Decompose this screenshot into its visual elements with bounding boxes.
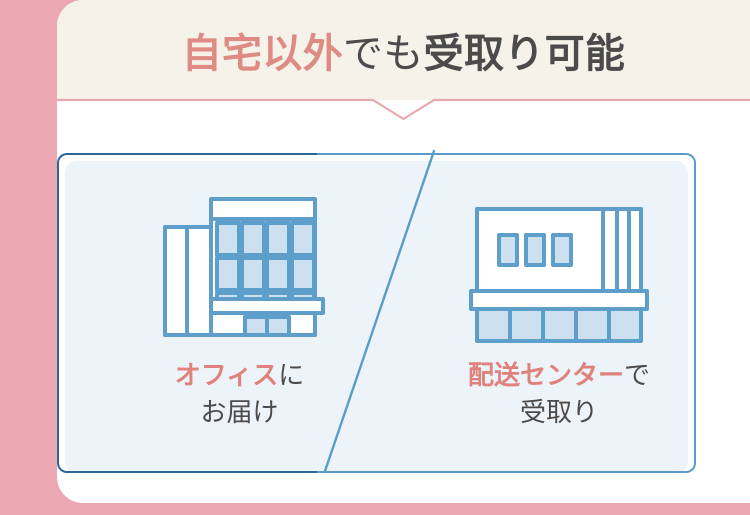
option-center-caption: 配送センターで 受取り xyxy=(468,357,650,431)
option-office-tail: に xyxy=(278,360,305,390)
page-title-connector: でも xyxy=(343,32,424,76)
option-center-accent: 配送センター xyxy=(467,360,624,390)
card-outline-left xyxy=(57,153,437,473)
option-center-caption-line1: 配送センターで xyxy=(468,357,650,394)
header-band: 自宅以外 でも 受取り可能 xyxy=(57,0,750,100)
option-office[interactable]: オフィスに お届け xyxy=(57,153,422,473)
card-outline-right xyxy=(317,153,696,473)
office-building-glyph xyxy=(162,197,325,337)
option-center-caption-line2: 受取り xyxy=(519,396,598,427)
distribution-center-glyph xyxy=(469,207,649,343)
option-office-caption-line1: オフィスに xyxy=(175,357,305,394)
office-building-icon xyxy=(155,195,325,345)
distribution-center-icon xyxy=(469,195,649,345)
page-title: 自宅以外 でも 受取り可能 xyxy=(57,0,750,100)
page-title-emphasis: 受取り可能 xyxy=(423,32,626,76)
options-card-group: オフィスに お届け xyxy=(57,149,696,473)
page-title-accent: 自宅以外 xyxy=(181,32,344,76)
option-office-accent: オフィス xyxy=(174,360,279,390)
option-distribution-center[interactable]: 配送センターで 受取り xyxy=(422,153,696,473)
option-center-tail: で xyxy=(624,360,651,390)
option-office-caption-line2: お届け xyxy=(200,396,279,427)
option-office-caption: オフィスに お届け xyxy=(175,357,305,431)
